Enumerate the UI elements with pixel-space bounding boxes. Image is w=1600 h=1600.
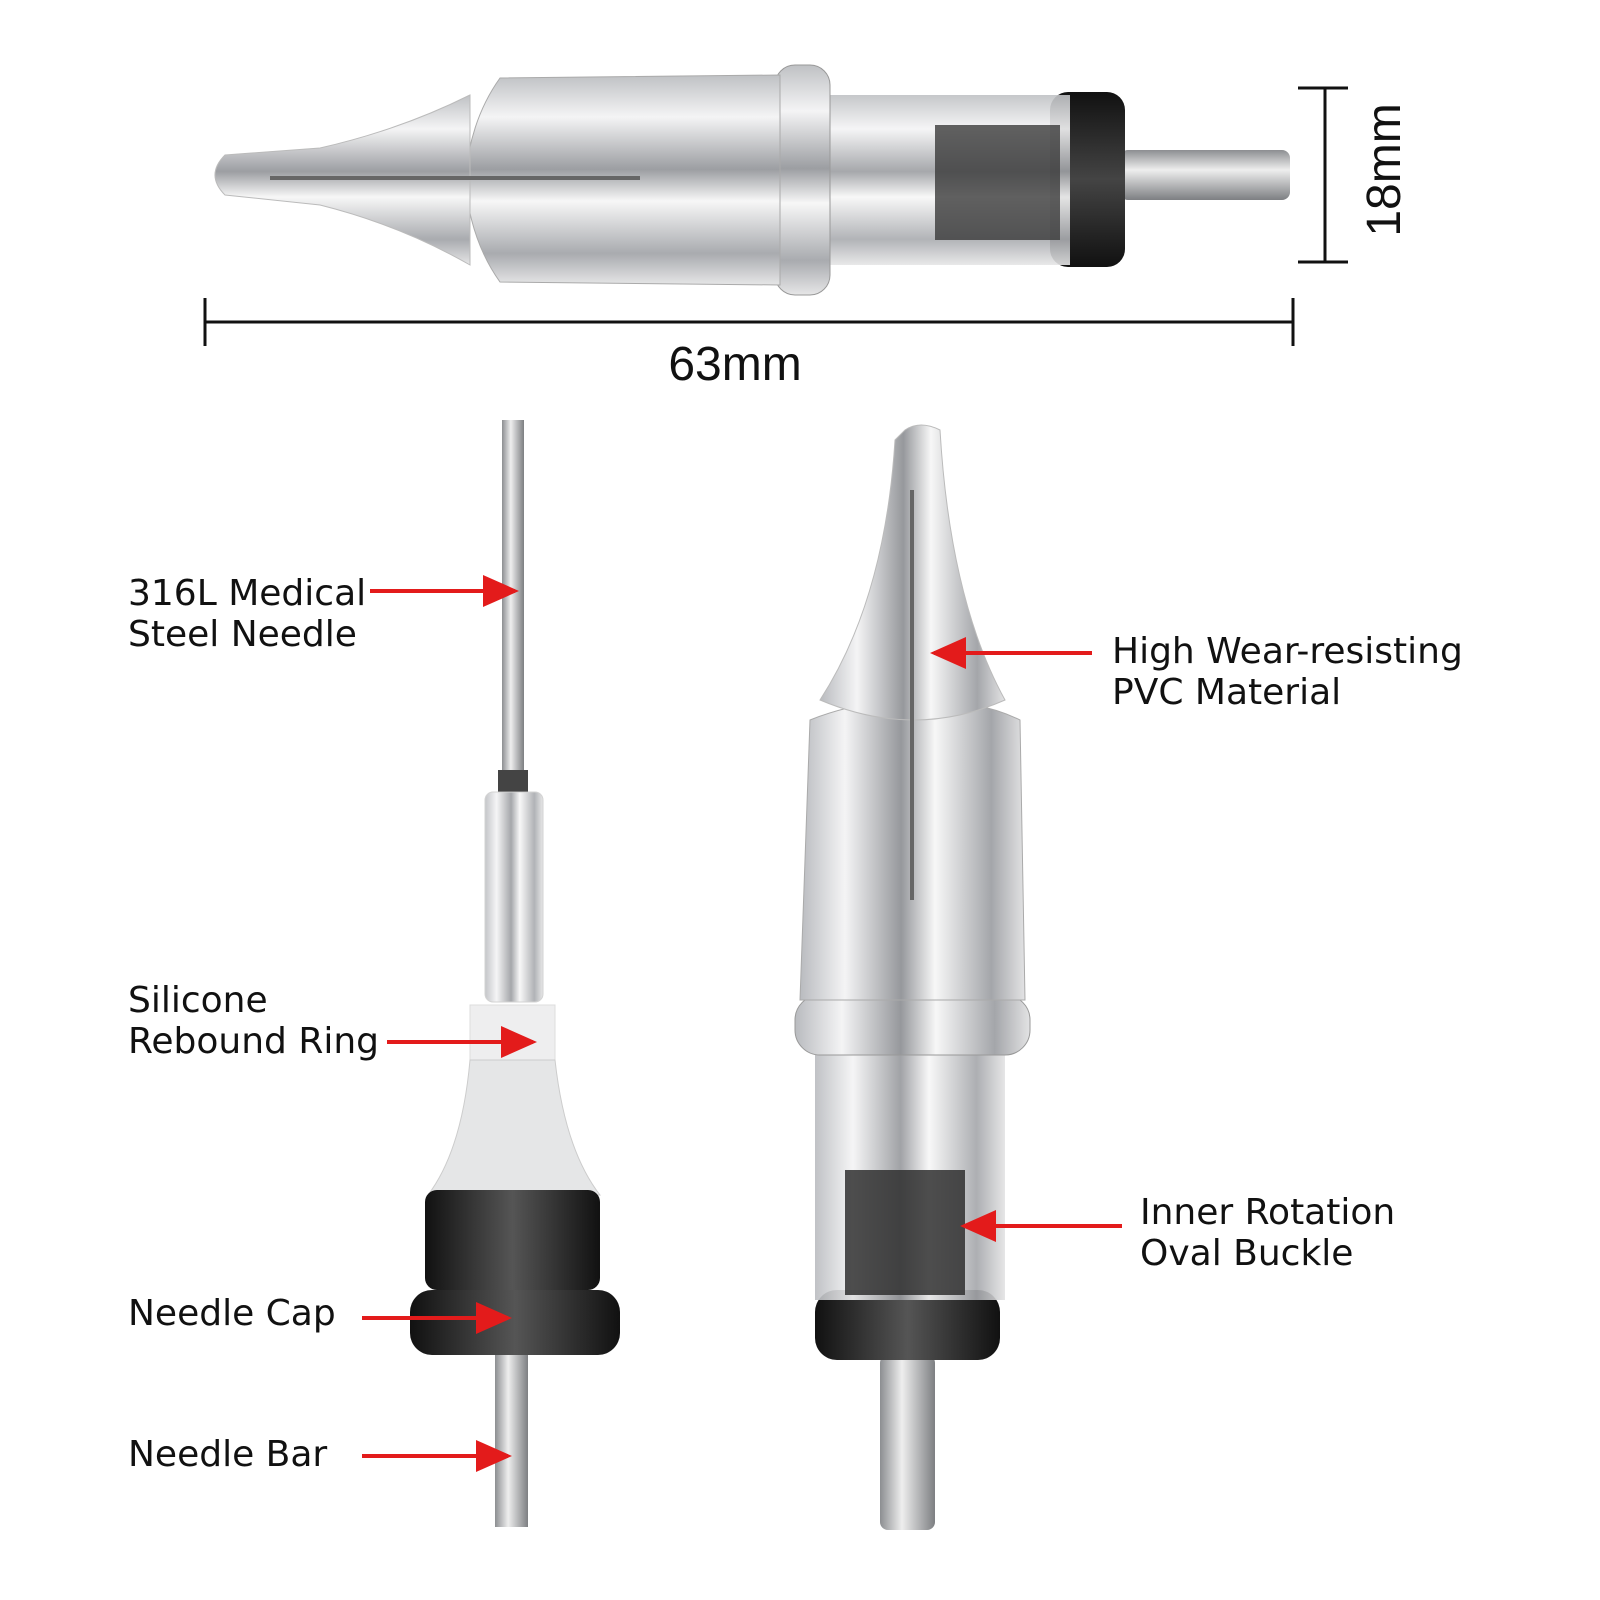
callout-buckle: Inner Rotation Oval Buckle xyxy=(960,1192,1395,1274)
right-ring xyxy=(794,994,1031,1056)
top-buckle xyxy=(935,125,1060,240)
needle-label-line1: 316L Medical xyxy=(128,573,366,614)
ring-label-line2: Rebound Ring xyxy=(128,1021,379,1062)
right-dark-base xyxy=(815,1290,1000,1360)
top-ring xyxy=(774,64,831,296)
buckle-label-line2: Oval Buckle xyxy=(1140,1233,1353,1274)
silicone-cone xyxy=(426,1059,602,1196)
needle-holder xyxy=(484,791,544,1003)
needle-bar xyxy=(495,1355,528,1527)
buckle-label-line1: Inner Rotation xyxy=(1140,1192,1395,1233)
callout-material: High Wear-resisting PVC Material xyxy=(930,631,1463,713)
callout-needle: 316L Medical Steel Needle xyxy=(128,573,519,655)
material-label-line1: High Wear-resisting xyxy=(1112,631,1463,672)
callout-ring: Silicone Rebound Ring xyxy=(128,980,537,1062)
needle-joint xyxy=(498,770,528,792)
callout-bar: Needle Bar xyxy=(128,1434,512,1475)
bar-label: Needle Bar xyxy=(128,1434,327,1475)
silicone-ring xyxy=(469,1004,556,1061)
top-needle-bar xyxy=(1120,150,1290,200)
material-label-line2: PVC Material xyxy=(1112,672,1341,713)
length-label: 63mm xyxy=(668,338,801,391)
needle-assembly-exploded xyxy=(410,420,620,1527)
callout-cap: Needle Cap xyxy=(128,1293,512,1334)
steel-needle xyxy=(502,420,524,775)
dimension-diameter: 18mm xyxy=(1298,86,1411,264)
cartridge-side-view xyxy=(214,64,1290,296)
needle-cap xyxy=(410,1290,620,1355)
ring-label-line1: Silicone xyxy=(128,980,268,1021)
cartridge-front-view xyxy=(794,424,1031,1530)
dimension-length: 63mm xyxy=(203,298,1295,391)
cap-label: Needle Cap xyxy=(128,1293,336,1334)
right-needle-bar xyxy=(880,1355,935,1530)
needle-label-line2: Steel Needle xyxy=(128,614,357,655)
cap-threads xyxy=(425,1190,600,1290)
right-buckle xyxy=(845,1170,965,1295)
diameter-label: 18mm xyxy=(1358,103,1411,236)
